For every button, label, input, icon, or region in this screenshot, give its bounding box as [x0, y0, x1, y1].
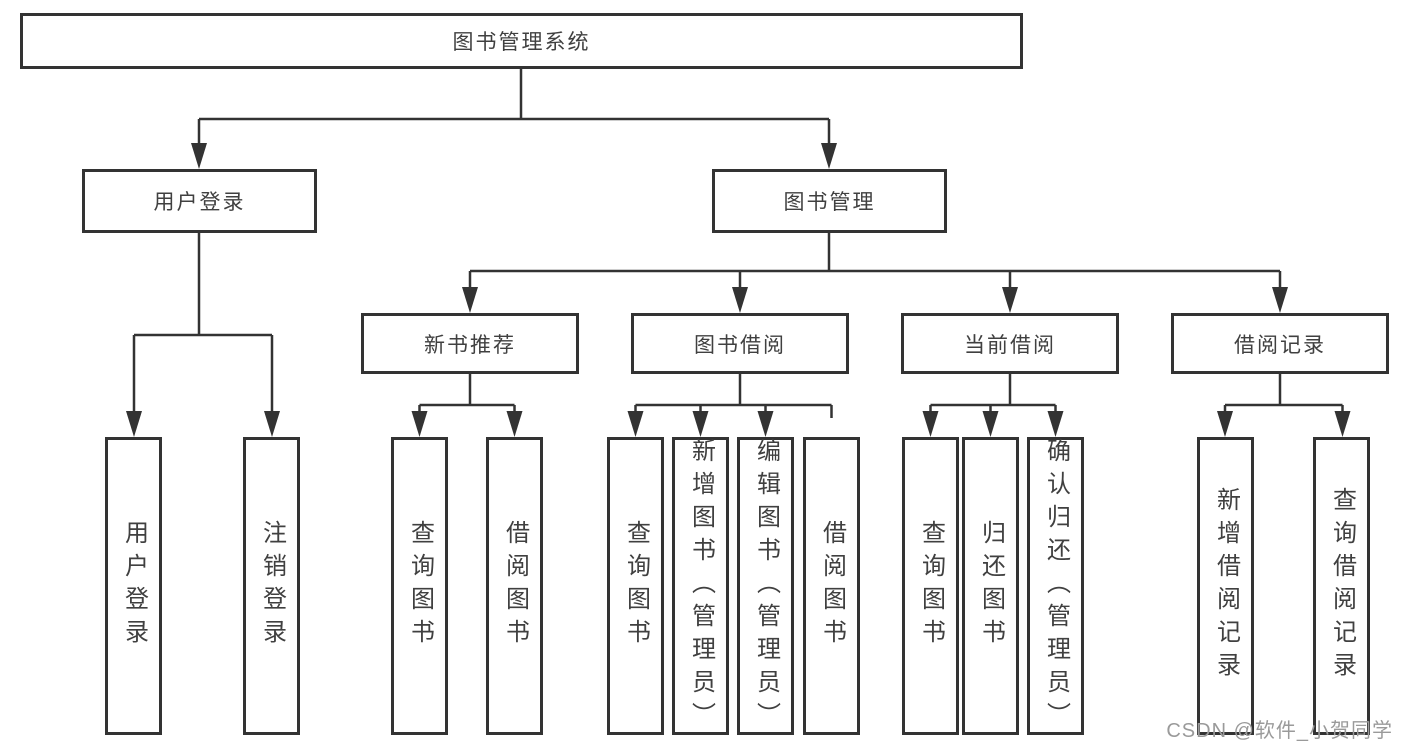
connector-paths: [132, 69, 1344, 418]
node-book-management: 图书管理: [712, 169, 947, 233]
node-user-login-label: 用户登录: [153, 191, 246, 214]
leaf-edit-books-admin-label: 编辑图书（管理员）: [752, 437, 780, 735]
leaf-confirm-return-admin-label: 确认归还（管理员）: [1042, 437, 1070, 735]
leaf-confirm-return-admin: 确认归还（管理员）: [1027, 437, 1084, 735]
leaf-user-login: 用户登录: [105, 437, 162, 735]
node-borrow-records: 借阅记录: [1171, 313, 1389, 374]
leaf-query-books-1-label: 查询图书: [406, 520, 434, 652]
node-borrow-records-label: 借阅记录: [1234, 333, 1326, 357]
leaf-return-books: 归还图书: [962, 437, 1019, 735]
leaf-edit-books-admin: 编辑图书（管理员）: [737, 437, 794, 735]
leaf-query-books-2-label: 查询图书: [622, 520, 650, 652]
leaf-query-books-3-label: 查询图书: [917, 520, 945, 652]
leaf-user-login-label: 用户登录: [120, 520, 148, 652]
node-root-label: 图书管理系统: [452, 31, 591, 54]
node-new-book-recommend: 新书推荐: [361, 313, 579, 374]
node-book-borrow: 图书借阅: [631, 313, 849, 374]
watermark-text: CSDN @软件_小贺同学: [1166, 720, 1393, 742]
leaf-query-books-1: 查询图书: [391, 437, 448, 735]
leaf-query-books-2: 查询图书: [607, 437, 664, 735]
node-new-book-recommend-label: 新书推荐: [424, 333, 516, 357]
node-book-borrow-label: 图书借阅: [694, 333, 786, 357]
leaf-logout-label: 注销登录: [258, 520, 286, 652]
leaf-borrow-books-2: 借阅图书: [803, 437, 860, 735]
node-book-management-label: 图书管理: [783, 191, 876, 214]
leaf-return-books-label: 归还图书: [977, 520, 1005, 652]
leaf-borrow-books-1: 借阅图书: [486, 437, 543, 735]
leaf-query-borrow-record-label: 查询借阅记录: [1328, 487, 1356, 685]
arrow-heads: [126, 143, 1351, 437]
leaf-add-borrow-record-label: 新增借阅记录: [1212, 487, 1240, 685]
node-current-borrow: 当前借阅: [901, 313, 1119, 374]
node-current-borrow-label: 当前借阅: [964, 333, 1056, 357]
leaf-add-books-admin: 新增图书（管理员）: [672, 437, 729, 735]
leaf-add-borrow-record: 新增借阅记录: [1197, 437, 1254, 735]
leaf-logout: 注销登录: [243, 437, 300, 735]
leaf-borrow-books-2-label: 借阅图书: [818, 520, 846, 652]
leaf-query-borrow-record: 查询借阅记录: [1313, 437, 1370, 735]
leaf-borrow-books-1-label: 借阅图书: [501, 520, 529, 652]
node-root: 图书管理系统: [20, 13, 1023, 69]
leaf-add-books-admin-label: 新增图书（管理员）: [687, 437, 715, 735]
leaf-query-books-3: 查询图书: [902, 437, 959, 735]
node-user-login: 用户登录: [82, 169, 317, 233]
